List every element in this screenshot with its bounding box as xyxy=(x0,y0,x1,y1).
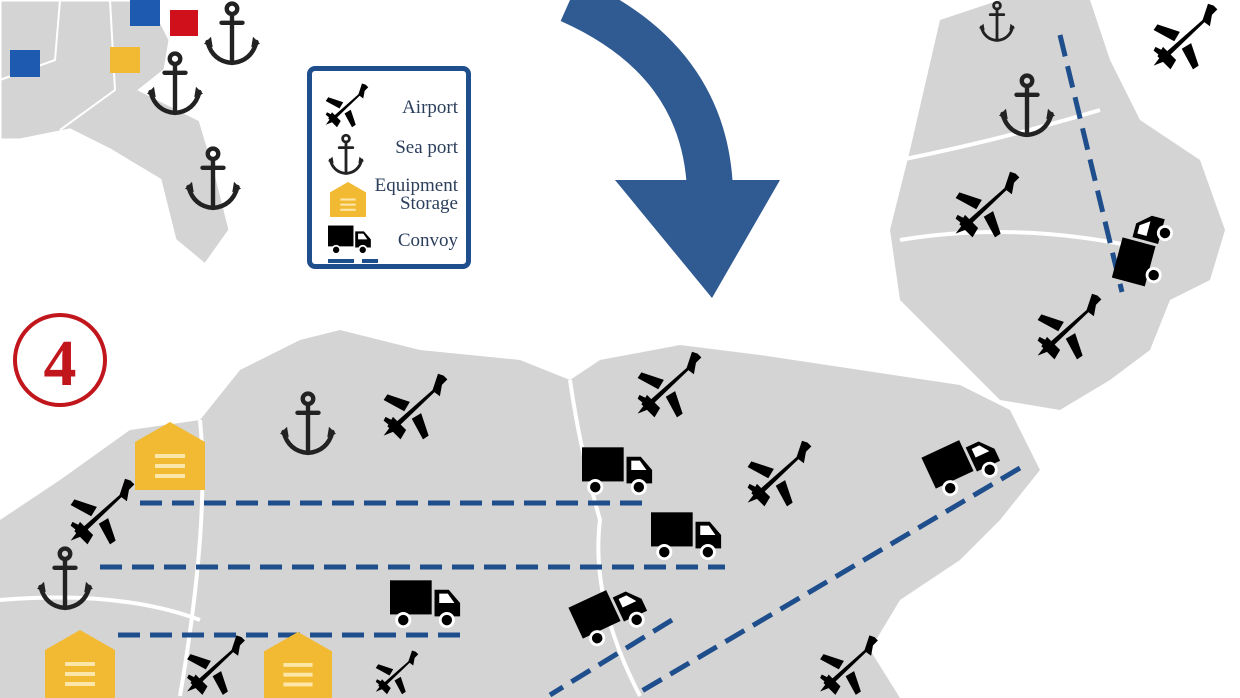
plane-icon xyxy=(1153,3,1218,70)
storage-icon xyxy=(330,181,366,217)
anchor-icon xyxy=(326,133,366,175)
flag-yellow-marker xyxy=(110,47,140,73)
convoy-route xyxy=(1057,34,1125,293)
europe-map xyxy=(0,330,1040,698)
flag-blue-marker xyxy=(10,50,40,77)
north-america-map xyxy=(0,0,232,268)
convoy-route xyxy=(633,465,1022,698)
plane-icon xyxy=(325,83,369,128)
flag-blue-marker xyxy=(130,0,160,26)
legend-icons xyxy=(325,83,378,263)
anchor-icon xyxy=(204,4,260,64)
map-legend: Airport Sea port Equipment Storage Convo… xyxy=(307,66,471,269)
eastern-europe-map xyxy=(890,0,1225,410)
legend-label-storage-line1: Equipment xyxy=(374,175,458,196)
legend-label-storage-line2: Storage xyxy=(399,193,458,214)
legend-label-airport: Airport xyxy=(402,97,458,118)
legend-label-convoy: Convoy xyxy=(397,230,458,251)
legend-label-seaport: Sea port xyxy=(395,137,458,158)
step-number-badge: 4 xyxy=(13,313,107,407)
convoy-route xyxy=(548,617,674,698)
step-number: 4 xyxy=(44,327,77,400)
flag-red-marker xyxy=(170,10,198,36)
curved-down-arrow xyxy=(560,0,780,298)
truck-icon xyxy=(328,225,372,255)
